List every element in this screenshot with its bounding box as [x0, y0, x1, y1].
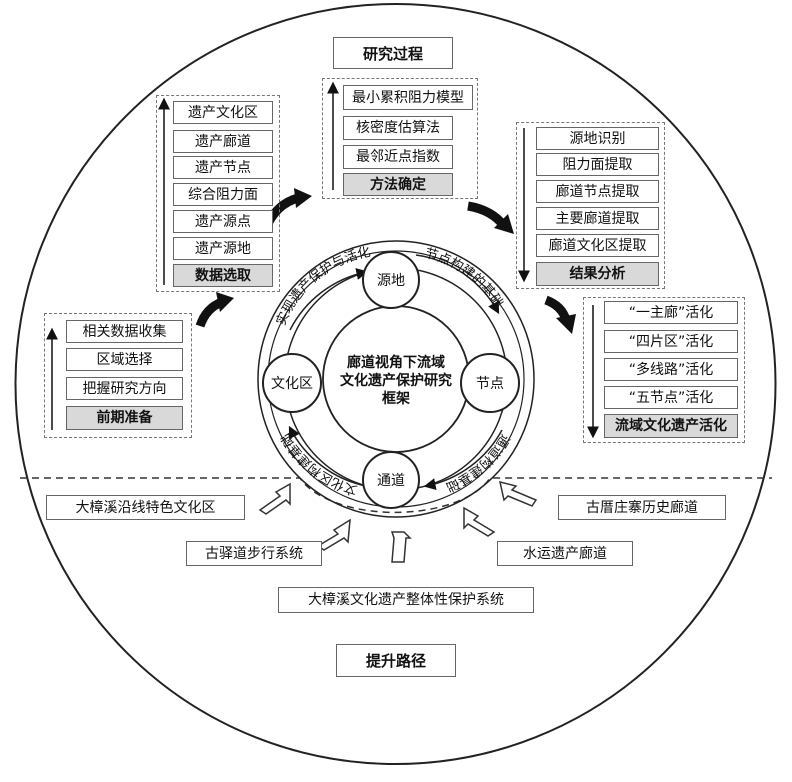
method-item-1: 最小累积阻力模型: [343, 85, 473, 110]
cycle-arrow-culture-source: [289, 268, 369, 331]
method-item-3: 最邻近点指数: [343, 145, 453, 169]
result-item-1: 源地识别: [536, 127, 659, 150]
center-line-1: 廊道视角下流域: [347, 355, 445, 371]
result-item-4: 主要廊道提取: [536, 207, 659, 230]
outer-circle: [14, 3, 777, 765]
revival-item-3: “多线路”活化: [604, 358, 738, 381]
revival-item-1: “一主廊”活化: [604, 301, 738, 324]
method-group: [322, 78, 478, 199]
prep-group: [44, 313, 192, 438]
result-item-2: 阻力面提取: [536, 153, 659, 176]
node-node: 节点: [460, 353, 520, 413]
ring-label-top-right: 节点构建的基础: [423, 246, 505, 310]
data-item-4: 综合阻力面: [173, 183, 273, 206]
prep-item-2: 区域选择: [66, 348, 183, 371]
revival-header: 流域文化遗产活化: [604, 414, 738, 438]
flow-arrow-1: [195, 292, 234, 328]
revival-group: [583, 297, 745, 443]
ring-label-top-left: 实现遗产保护与活化: [274, 245, 372, 328]
center-line-2: 文化遗产保护研究: [340, 373, 452, 389]
result-group: [516, 122, 665, 289]
data-item-2: 遗产廊道: [173, 130, 273, 153]
method-header: 方法确定: [343, 173, 453, 196]
result-item-5: 廊道文化区提取: [536, 234, 659, 257]
flow-arrow-4: [544, 295, 576, 334]
center-title: 廊道视角下流域 文化遗产保护研究 框架: [326, 354, 466, 408]
node-culture: 文化区: [262, 353, 322, 413]
path-arrow-3: [390, 531, 412, 563]
revival-item-4: “五节点”活化: [604, 386, 738, 409]
middle-ring: [257, 240, 535, 518]
result-item-3: 廊道节点提取: [536, 180, 659, 203]
process-title: 研究过程: [333, 37, 453, 69]
data-header: 数据选取: [173, 264, 273, 287]
path-box-1: 大樟溪沿线特色文化区: [46, 495, 245, 520]
path-box-4: 水运遗产廊道: [497, 541, 633, 566]
cycle-arrow-channel-culture: [288, 425, 367, 487]
cycle-arrow-node-channel: [423, 429, 503, 491]
path-box-2: 古驿道步行系统: [186, 541, 322, 566]
method-item-2: 核密度估算法: [343, 116, 453, 140]
path-title: 提升路径: [336, 644, 456, 677]
path-box-3: 大樟溪文化遗产整体性保护系统: [278, 587, 534, 613]
result-header: 结果分析: [536, 262, 659, 286]
prep-header: 前期准备: [66, 406, 183, 430]
flow-arrow-3: [467, 201, 514, 234]
data-item-3: 遗产节点: [173, 156, 273, 179]
center-line-3: 框架: [382, 391, 410, 407]
path-arrow-5: [499, 480, 538, 507]
path-arrow-2: [316, 518, 351, 551]
node-channel: 通道: [362, 451, 420, 509]
cycle-arrow-source-node: [415, 254, 500, 315]
path-box-5: 古厝庄寨历史廊道: [558, 495, 726, 520]
data-group: [156, 95, 280, 292]
data-item-6: 遗产源地: [173, 237, 273, 260]
path-arrow-1: [258, 482, 291, 515]
prep-item-1: 相关数据收集: [66, 320, 183, 343]
node-source: 源地: [362, 251, 420, 309]
prep-item-3: 把握研究方向: [66, 377, 183, 400]
path-arrow-4: [463, 506, 496, 537]
data-item-5: 遗产源点: [173, 210, 273, 233]
revival-item-2: “四片区”活化: [604, 330, 738, 353]
data-item-1: 遗产文化区: [173, 101, 273, 124]
